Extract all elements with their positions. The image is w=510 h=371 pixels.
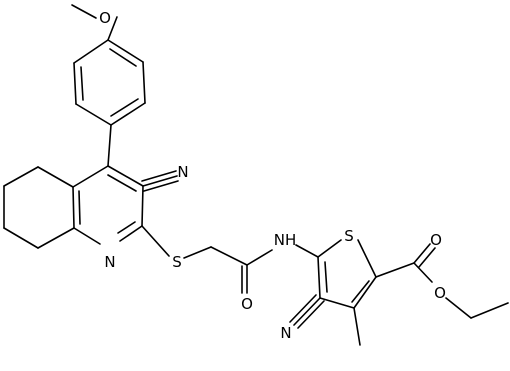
amide-nh-label: NH: [274, 231, 297, 249]
nitrile-nitrogen-top-label: N: [177, 163, 188, 181]
methoxy-oxygen-label: O: [99, 9, 111, 27]
ester-ether-oxygen-label: O: [434, 284, 446, 302]
bond-lines: [3, 4, 509, 346]
atom-labels: O N N S NH O S O O N: [99, 9, 446, 342]
pyridine-nitrogen-label: N: [104, 253, 115, 271]
amide-oxygen-label: O: [241, 295, 253, 313]
thiophene-sulfur-label: S: [344, 227, 354, 245]
nitrile-nitrogen-bottom-label: N: [280, 324, 291, 342]
thioether-sulfur-label: S: [172, 253, 182, 271]
ester-carbonyl-oxygen-label: O: [430, 231, 442, 249]
